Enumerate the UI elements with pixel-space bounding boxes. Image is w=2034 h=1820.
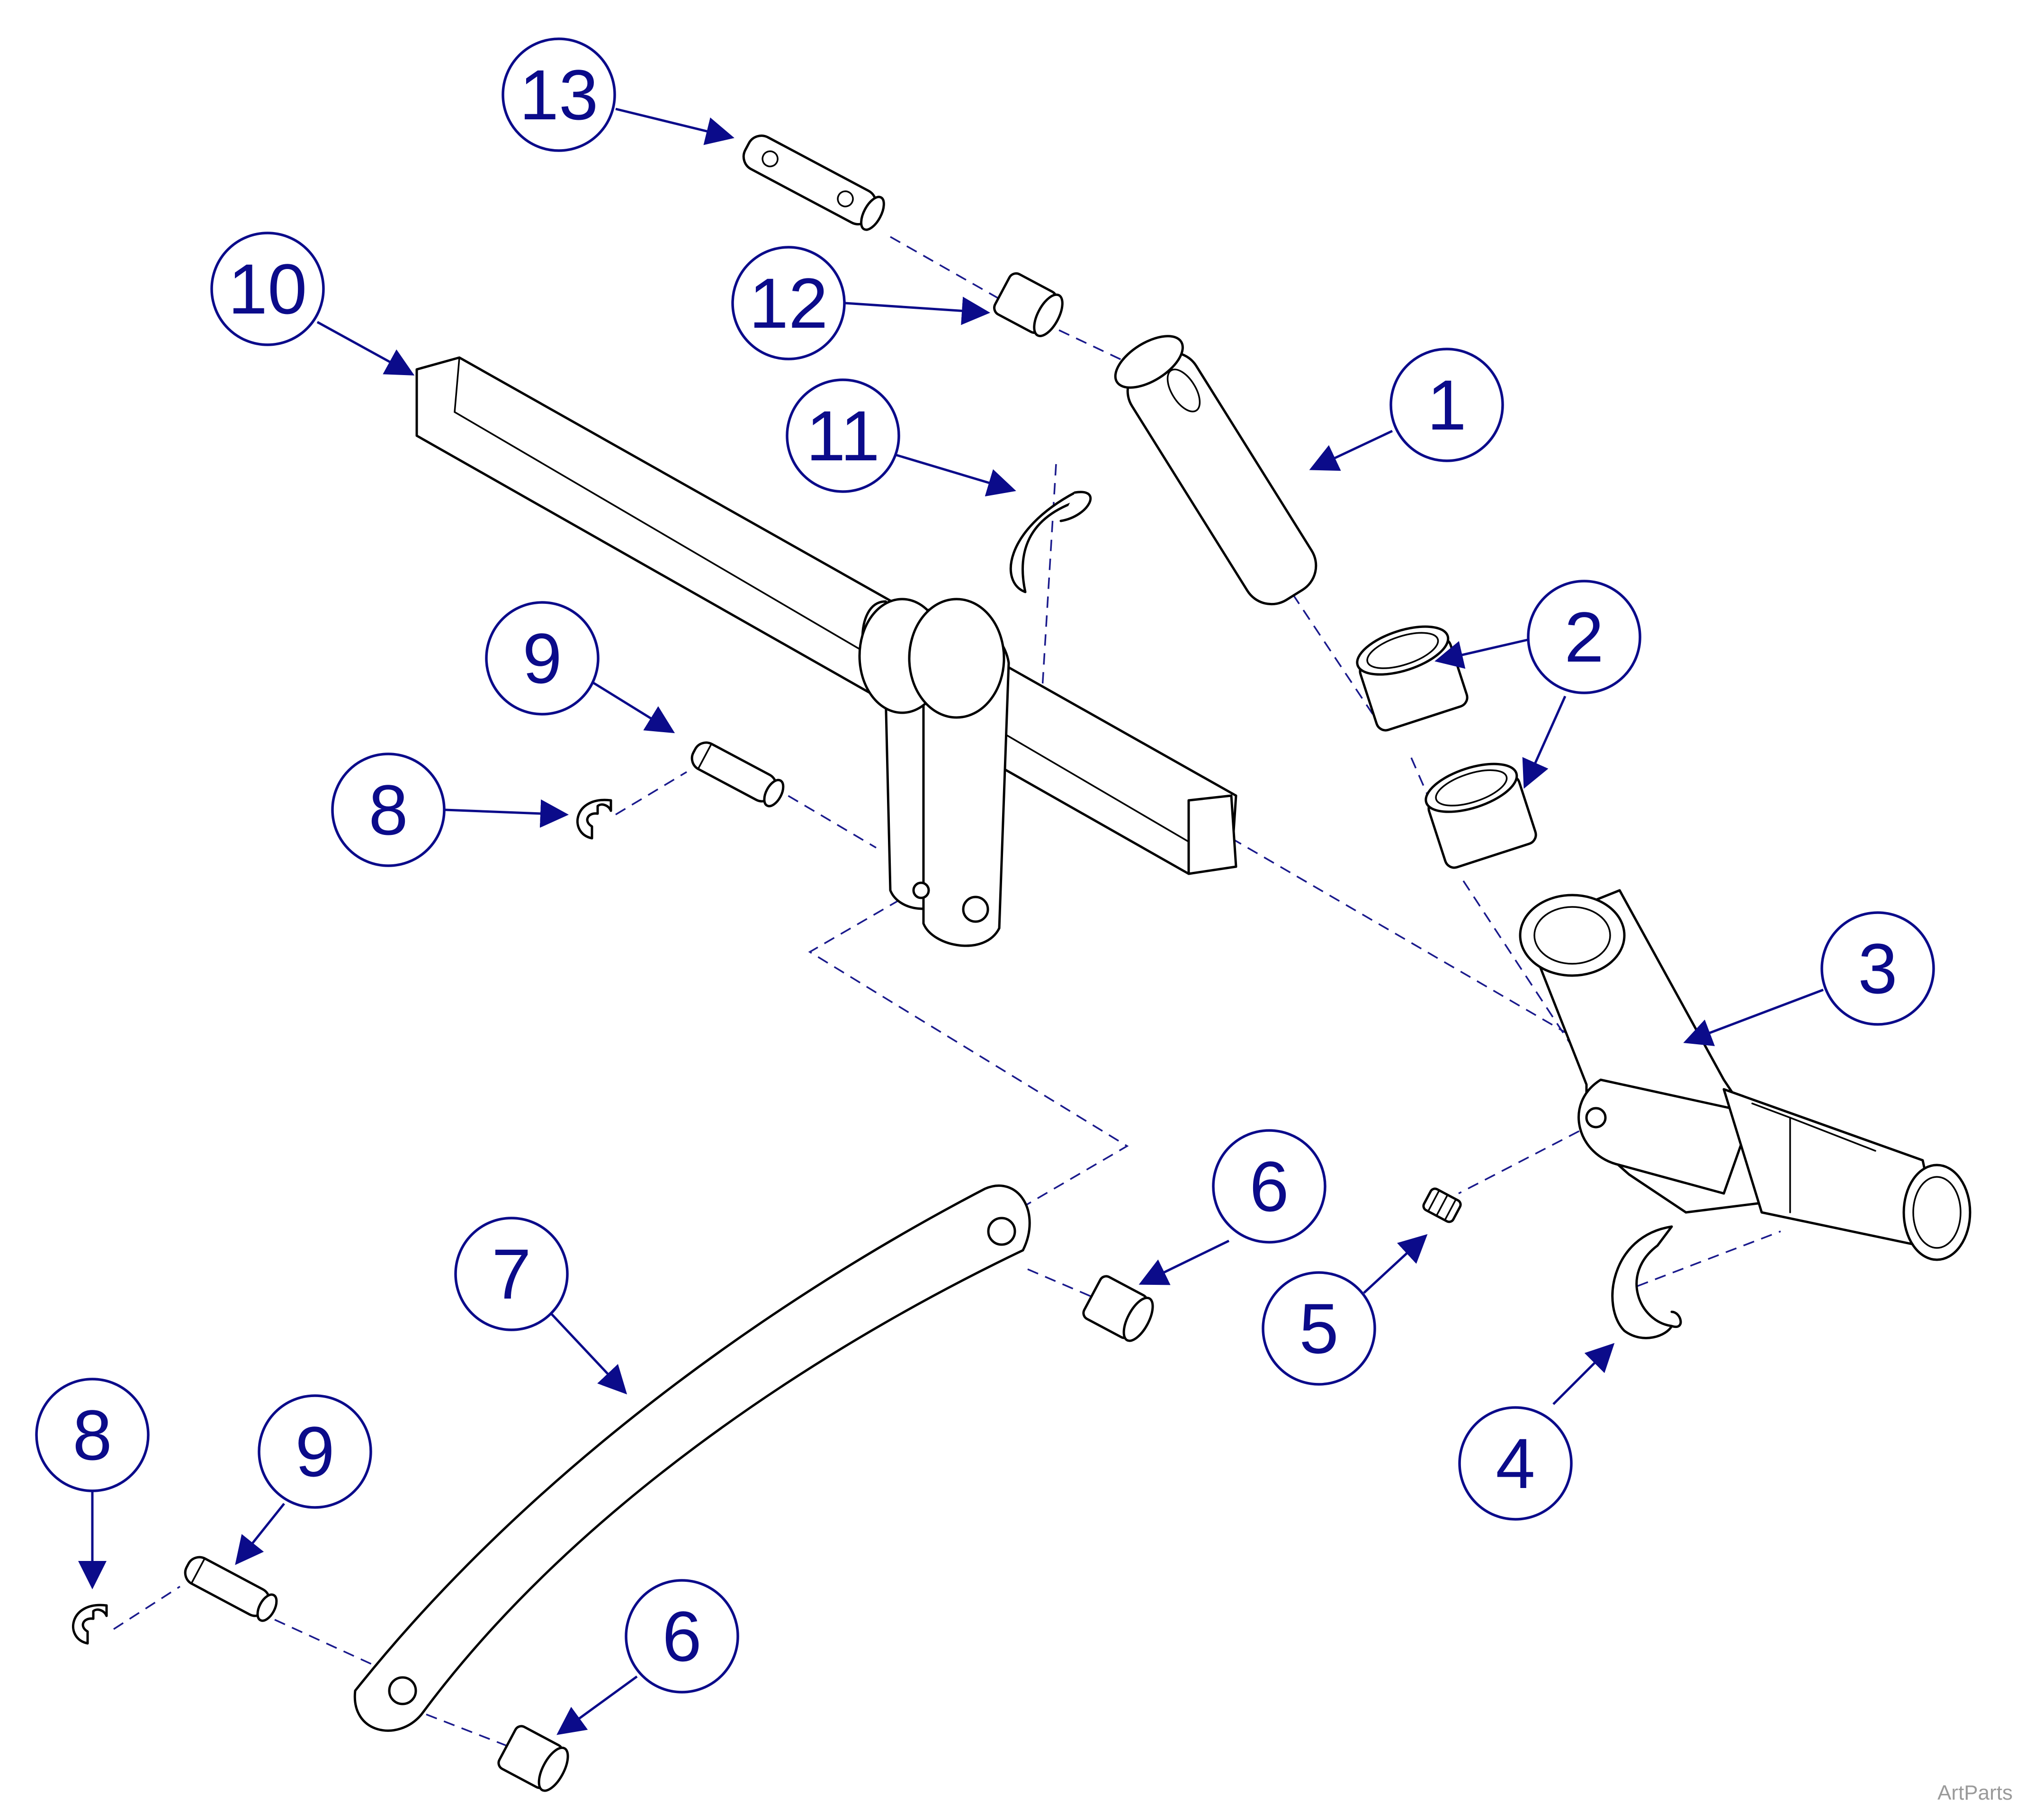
part-5-set-screw [1422,1187,1462,1223]
callout-9-upper-label: 9 [522,619,562,698]
callout-8-lower: 8 [35,1378,150,1492]
part-3-lever-housing [1519,889,1971,1261]
callout-10: 10 [210,232,325,346]
callout-9-lower: 9 [258,1394,372,1509]
part-7-link-arm [353,1184,1031,1732]
callout-3: 3 [1820,911,1935,1026]
part-9-pin-lower [184,1556,278,1622]
part-9-pin-upper [690,741,785,807]
callout-8-upper-label: 8 [368,770,408,850]
part-2-bushing-lower [1425,762,1537,869]
part-8-e-clip-upper [576,798,612,840]
callout-5-label: 5 [1299,1289,1338,1368]
callout-9-upper: 9 [485,601,600,716]
callout-13: 13 [502,37,616,152]
part-12-bushing [993,272,1064,337]
callout-6-lower: 6 [625,1579,739,1694]
callout-3-label: 3 [1858,929,1897,1008]
part-11-retaining-ring [1009,491,1092,593]
callout-leaders [78,108,1824,1735]
part-1-shaft [1114,335,1317,606]
callout-8-upper: 8 [331,753,446,867]
callout-5: 5 [1262,1271,1376,1386]
part-6-bushing-upper [1082,1275,1154,1342]
part-6-bushing-lower [497,1725,569,1792]
callout-12: 12 [731,246,846,360]
callout-6-upper-label: 6 [1249,1147,1289,1226]
part-8-e-clip-lower [72,1604,108,1645]
callout-12-label: 12 [749,263,828,343]
callout-8-lower-label: 8 [72,1395,112,1475]
callout-1-label: 1 [1427,365,1466,445]
callout-6-upper: 6 [1212,1129,1326,1244]
part-2-bushing-upper [1356,625,1469,732]
part-4-retaining-ring [1611,1225,1682,1339]
part-13-pin [742,134,885,231]
callout-7-label: 7 [492,1234,531,1314]
callout-4-label: 4 [1496,1424,1535,1503]
callout-1: 1 [1389,348,1504,462]
callout-2-label: 2 [1564,597,1604,677]
assembly-lines [113,236,1781,1748]
callout-11: 11 [786,378,900,493]
callout-10-label: 10 [228,249,307,329]
callout-7: 7 [454,1217,569,1331]
callout-13-label: 13 [520,55,599,134]
callout-11-label: 11 [806,396,880,475]
artparts-watermark: ArtParts [1937,1781,2013,1804]
callout-2: 2 [1527,580,1641,694]
callout-4: 4 [1458,1406,1573,1521]
callout-9-lower-label: 9 [295,1412,334,1491]
part-10-main-shaft [415,356,1237,947]
callout-6-lower-label: 6 [662,1596,701,1676]
